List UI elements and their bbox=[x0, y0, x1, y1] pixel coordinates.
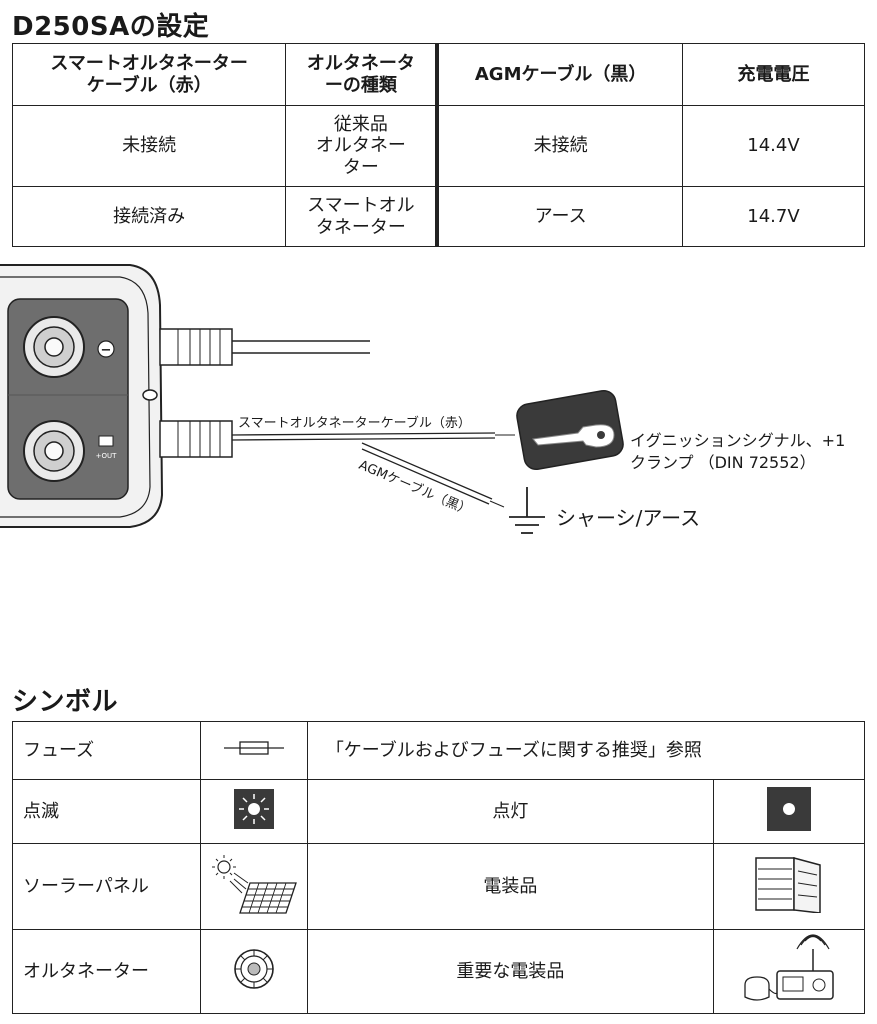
minus-terminal bbox=[23, 316, 85, 378]
symbol-cell-fuse bbox=[200, 721, 308, 780]
cell-charge-voltage: 14.4V bbox=[681, 105, 866, 187]
symbol-label-fuse: フューズ bbox=[11, 721, 202, 780]
radio-icon bbox=[744, 934, 834, 1001]
table-row: フューズ 「ケーブルおよびフューズに関する推奨」参照 bbox=[11, 721, 866, 780]
alternator-icon bbox=[234, 948, 274, 989]
wiring-diagram: − +OUT スマートオルタネーターケーブル（赤） AGMケーブル（黒） bbox=[0, 264, 845, 534]
symbols-table: フューズ 「ケーブルおよびフューズに関する推奨」参照 点滅 bbox=[11, 721, 866, 1014]
symbol-desc-fuse: 「ケーブルおよびフューズに関する推奨」参照 bbox=[306, 721, 866, 780]
minus-icon bbox=[97, 340, 115, 358]
solar-panel-icon bbox=[211, 854, 297, 914]
header-smart-cable: スマートオルタネーター ケーブル（赤） bbox=[11, 43, 287, 106]
symbols-title: シンボル bbox=[12, 687, 119, 717]
cell-agm-cable: アース bbox=[435, 186, 683, 247]
fuse-icon bbox=[223, 741, 284, 755]
symbol-label-solar: ソーラーパネル bbox=[11, 843, 202, 930]
symbol-label-alternator: オルタネーター bbox=[11, 929, 202, 1014]
minus-label: − bbox=[101, 343, 112, 358]
symbol-cell-appliance bbox=[712, 843, 866, 930]
header-agm-cable: AGMケーブル（黒） bbox=[435, 43, 683, 106]
table-row: 点滅 点灯 bbox=[11, 779, 866, 844]
ground-label: シャーシ/アース bbox=[556, 506, 700, 530]
table-row: オルタネーター 重要な電装品 bbox=[11, 929, 866, 1014]
symbol-cell-alternator bbox=[200, 929, 308, 1014]
settings-title: D250SAの設定 bbox=[12, 12, 210, 42]
cell-smart-cable: 未接続 bbox=[11, 105, 287, 187]
symbol-label-lit: 点灯 bbox=[306, 779, 714, 844]
cell-charge-voltage: 14.7V bbox=[681, 186, 866, 247]
settings-header-row: スマートオルタネーター ケーブル（赤） オルタネータ ーの種類 AGMケーブル（… bbox=[11, 43, 866, 106]
blink-icon bbox=[233, 788, 274, 829]
upper-cable-gland bbox=[159, 328, 233, 366]
fridge-icon bbox=[755, 856, 821, 914]
table-row: ソーラーパネル 電装品 bbox=[11, 843, 866, 930]
out-label: +OUT bbox=[96, 452, 117, 460]
symbol-label-appliance: 電装品 bbox=[306, 843, 714, 930]
ground-icon bbox=[509, 487, 545, 534]
key-icon bbox=[516, 389, 624, 471]
table-row: 接続済み スマートオル タネーター アース 14.7V bbox=[11, 186, 866, 247]
header-charge-voltage: 充電電圧 bbox=[681, 43, 866, 106]
cell-alternator-type: スマートオル タネーター bbox=[285, 186, 438, 247]
lit-icon bbox=[766, 786, 811, 831]
symbol-label-critical: 重要な電装品 bbox=[306, 929, 714, 1014]
header-alternator-type: オルタネータ ーの種類 bbox=[285, 43, 438, 106]
smart-cable-label: スマートオルタネーターケーブル（赤） bbox=[238, 415, 471, 431]
ignition-label-line2: クランプ （DIN 72552） bbox=[630, 453, 816, 472]
symbol-cell-critical bbox=[712, 929, 866, 1014]
cell-agm-cable: 未接続 bbox=[435, 105, 683, 187]
cell-smart-cable: 接続済み bbox=[11, 186, 287, 247]
smart-alternator-cable bbox=[231, 432, 515, 441]
symbol-cell-blink bbox=[200, 779, 308, 844]
symbol-cell-solar bbox=[200, 843, 308, 930]
ignition-label-line1: イグニッションシグナル、+1 bbox=[630, 431, 845, 450]
symbol-cell-lit bbox=[712, 779, 866, 844]
out-terminal bbox=[23, 420, 85, 482]
settings-table: スマートオルタネーター ケーブル（赤） オルタネータ ーの種類 AGMケーブル（… bbox=[11, 43, 866, 247]
symbol-label-blink: 点滅 bbox=[11, 779, 202, 844]
agm-cable bbox=[361, 442, 505, 508]
table-row: 未接続 従来品 オルタネー ター 未接続 14.4V bbox=[11, 105, 866, 187]
cell-alternator-type: 従来品 オルタネー ター bbox=[285, 105, 438, 187]
device-body bbox=[0, 264, 164, 528]
lower-cable-gland bbox=[159, 420, 233, 458]
battery-icon bbox=[98, 435, 114, 447]
